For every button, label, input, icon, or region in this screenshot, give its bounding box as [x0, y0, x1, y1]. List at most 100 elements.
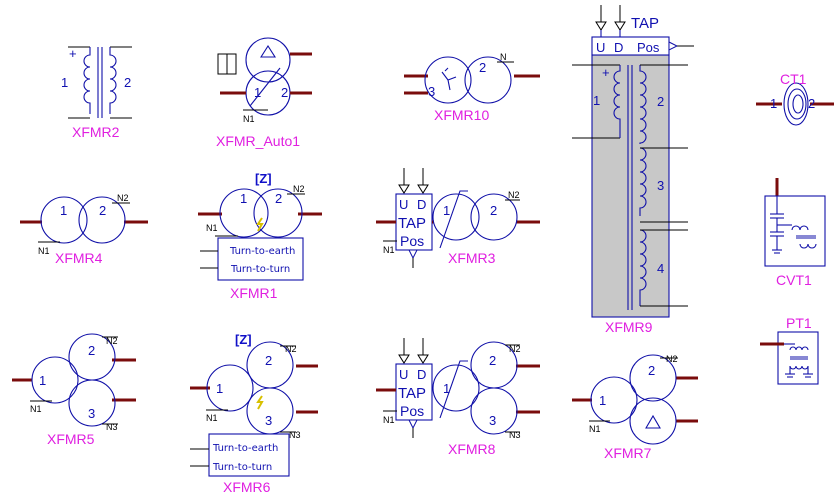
xfmr10-pin2: 2: [479, 60, 486, 75]
xfmr8-n2: N2: [509, 344, 521, 354]
xfmr2-symbol[interactable]: + 1 2 XFMR2: [61, 46, 132, 140]
xfmr9-u: U: [596, 40, 605, 55]
xfmr-auto1-label: XFMR_Auto1: [216, 133, 300, 149]
xfmr10-label: XFMR10: [434, 107, 489, 123]
xfmr-auto1-pin2: 2: [281, 85, 288, 100]
xfmr2-secondary-coil: [109, 47, 117, 114]
xfmr8-pin3: 3: [489, 413, 496, 428]
xfmr1-pin2: 2: [275, 191, 282, 206]
ct1-label: CT1: [780, 71, 807, 87]
xfmr6-fault-turn: Turn-to-turn: [212, 462, 272, 473]
xfmr3-pos: Pos: [400, 233, 424, 249]
xfmr10-pin3: 3: [428, 84, 435, 99]
xfmr8-d: D: [417, 367, 426, 382]
xfmr3-symbol[interactable]: U D TAP Pos 1 2 N1 N2 XFMR3: [376, 168, 540, 268]
xfmr3-tap: TAP: [398, 215, 426, 232]
xfmr1-n2: N2: [293, 184, 305, 194]
xfmr6-n1: N1: [206, 413, 218, 423]
xfmr6-n2: N2: [285, 344, 297, 354]
xfmr10-symbol[interactable]: 3 2 N XFMR10: [404, 52, 540, 123]
xfmr5-pin2: 2: [88, 343, 95, 358]
xfmr6-fault-earth: Turn-to-earth: [212, 443, 278, 454]
xfmr9-polarity: +: [602, 65, 610, 80]
xfmr2-pin1: 1: [61, 75, 68, 90]
xfmr-auto1-neutral: N1: [243, 114, 255, 124]
xfmr6-pin3: 3: [265, 413, 272, 428]
xfmr7-symbol[interactable]: 1 2 N1 N2 XFMR7: [572, 354, 698, 461]
xfmr3-u: U: [399, 197, 408, 212]
xfmr10-neutral: N: [500, 52, 507, 62]
xfmr5-n3: N3: [106, 422, 118, 432]
xfmr4-n2: N2: [117, 193, 129, 203]
xfmr1-fault-box: [217, 237, 304, 281]
xfmr3-n2: N2: [508, 190, 520, 200]
xfmr3-d: D: [417, 197, 426, 212]
xfmr5-n1: N1: [30, 404, 42, 414]
xfmr5-label: XFMR5: [47, 431, 95, 447]
xfmr4-label: XFMR4: [55, 250, 103, 266]
xfmr1-label: XFMR1: [230, 285, 278, 301]
xfmr9-pin1: 1: [593, 93, 600, 108]
xfmr5-symbol[interactable]: 1 2 3 N1 N2 N3 XFMR5: [12, 333, 136, 447]
xfmr8-pin2: 2: [489, 353, 496, 368]
xfmr4-pin2: 2: [99, 203, 106, 218]
xfmr1-symbol[interactable]: [Z] 1 2 N1 N2 Turn-to-earth Turn-to-turn…: [198, 171, 322, 301]
xfmr8-pos: Pos: [400, 403, 424, 419]
xfmr3-label: XFMR3: [448, 250, 496, 266]
xfmr9-d: D: [614, 40, 623, 55]
fault-lightning-icon: [256, 217, 264, 232]
xfmr9-label: XFMR9: [605, 319, 653, 335]
xfmr-auto1-pin1: 1: [254, 85, 261, 100]
xfmr5-pin1: 1: [39, 373, 46, 388]
xfmr6-label: XFMR6: [223, 479, 271, 495]
xfmr3-n1: N1: [383, 245, 395, 255]
cvt1-label: CVT1: [776, 272, 812, 288]
xfmr9-pin4: 4: [657, 261, 664, 276]
xfmr2-primary-coil: [83, 47, 91, 114]
xfmr7-n2: N2: [666, 354, 678, 364]
ct1-pin2: 2: [808, 96, 815, 111]
pt1-label: PT1: [786, 315, 812, 331]
delta-icon: [259, 44, 277, 58]
xfmr7-pin1: 1: [599, 393, 606, 408]
xfmr9-pin3: 3: [657, 178, 664, 193]
xfmr8-symbol[interactable]: U D TAP Pos 1 2 3 N1 N2 N3 XFMR8: [376, 338, 540, 457]
xfmr8-n3: N3: [509, 430, 521, 440]
xfmr2-polarity: +: [69, 46, 77, 61]
xfmr-auto1-upper-circle: [245, 37, 291, 83]
xfmr5-n2: N2: [106, 336, 118, 346]
xfmr9-symbol[interactable]: TAP U D Pos + 1 2 3 4 XFMR9: [572, 5, 694, 335]
xfmr1-n1: N1: [206, 223, 218, 233]
xfmr2-pin2: 2: [124, 75, 131, 90]
ct1-pin1: 1: [770, 96, 777, 111]
xfmr4-pin1: 1: [60, 203, 67, 218]
xfmr9-pos: Pos: [637, 40, 660, 55]
xfmr3-pin1: 1: [443, 203, 450, 218]
xfmr1-fault-turn: Turn-to-turn: [230, 264, 290, 275]
xfmr10-winding-marks: [441, 67, 457, 91]
xfmr6-pin2: 2: [265, 353, 272, 368]
xfmr3-pin2: 2: [490, 203, 497, 218]
xfmr6-fault-box: [208, 433, 290, 477]
xfmr9-tap-title: TAP: [631, 15, 659, 32]
delta-icon: [645, 414, 661, 429]
xfmr1-fault-earth: Turn-to-earth: [229, 246, 295, 257]
xfmr8-u: U: [399, 367, 408, 382]
xfmr7-n1: N1: [589, 424, 601, 434]
xfmr-auto1-symbol[interactable]: 1 2 N1 XFMR_Auto1: [216, 37, 312, 149]
xfmr8-pin1: 1: [443, 381, 450, 396]
xfmr7-label: XFMR7: [604, 445, 652, 461]
ct1-symbol[interactable]: 1 2 CT1: [756, 71, 834, 126]
xfmr6-z-tag: [Z]: [235, 332, 252, 347]
xfmr6-n3: N3: [289, 430, 301, 440]
xfmr8-label: XFMR8: [448, 441, 496, 457]
cvt1-symbol[interactable]: CVT1: [764, 178, 826, 288]
xfmr5-pin3: 3: [88, 406, 95, 421]
xfmr4-symbol[interactable]: 1 2 N1 N2 XFMR4: [20, 193, 148, 266]
xfmr1-z-tag: [Z]: [255, 171, 272, 186]
pt1-symbol[interactable]: PT1: [760, 315, 819, 385]
xfmr6-symbol[interactable]: [Z] 1 2 3 N1 N2 N3 Turn-to-earth Turn-to…: [190, 332, 318, 495]
xfmr4-n1: N1: [38, 246, 50, 256]
xfmr8-tap: TAP: [398, 385, 426, 402]
